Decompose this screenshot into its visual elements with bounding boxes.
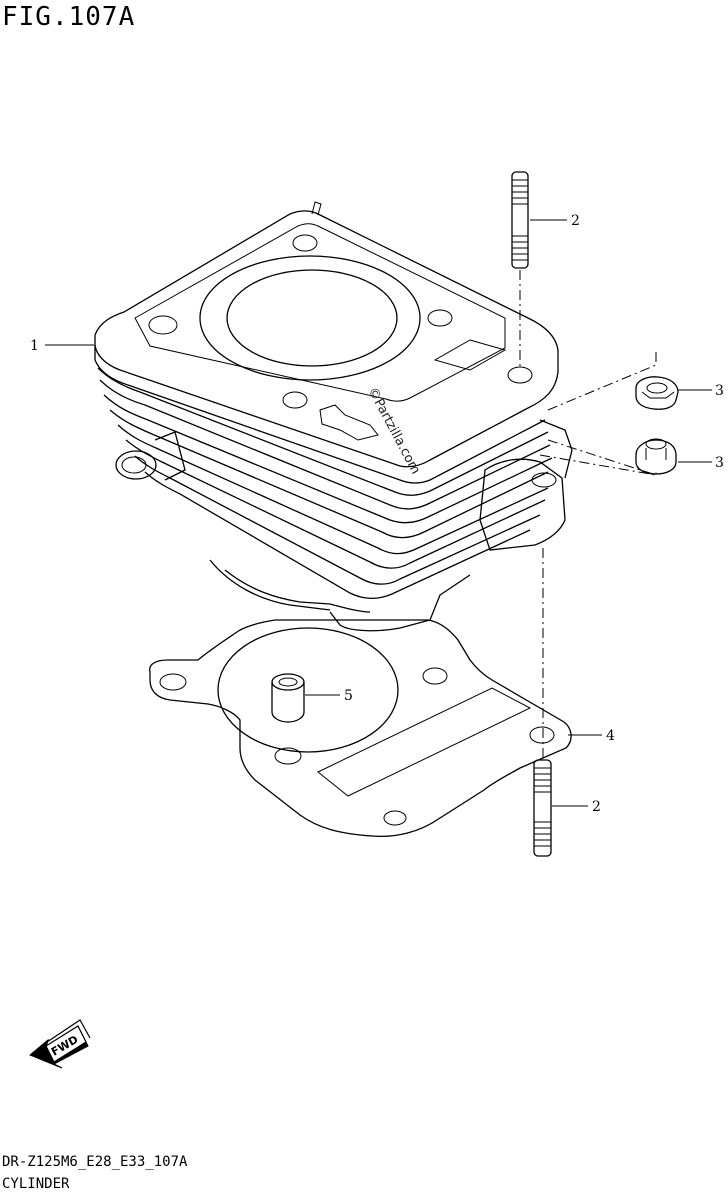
diagram-name: CYLINDER — [2, 1176, 70, 1192]
diagram-code: DR-Z125M6_E28_E33_107A — [2, 1154, 188, 1170]
callout-3-lower: 3 — [715, 455, 724, 471]
nut-upper[interactable] — [635, 376, 679, 410]
figure-title: FIG.107A — [2, 2, 136, 32]
callout-4: 4 — [606, 728, 615, 744]
watermark: ©Partzilla.com — [364, 385, 422, 477]
callout-2-upper: 2 — [571, 213, 580, 229]
callout-1: 1 — [30, 338, 39, 354]
callout-2-lower: 2 — [592, 799, 601, 815]
forward-arrow-icon: FWD — [29, 1019, 91, 1069]
callout-5: 5 — [344, 688, 353, 704]
dowel-pin[interactable] — [271, 673, 305, 723]
nut-lower[interactable] — [635, 438, 677, 475]
stud-bolt-lower[interactable] — [533, 548, 552, 857]
cylinder-block[interactable] — [94, 201, 573, 632]
callout-3-upper: 3 — [715, 383, 724, 399]
cylinder-base-gasket[interactable] — [149, 619, 572, 838]
stud-bolt-upper[interactable] — [511, 171, 529, 368]
